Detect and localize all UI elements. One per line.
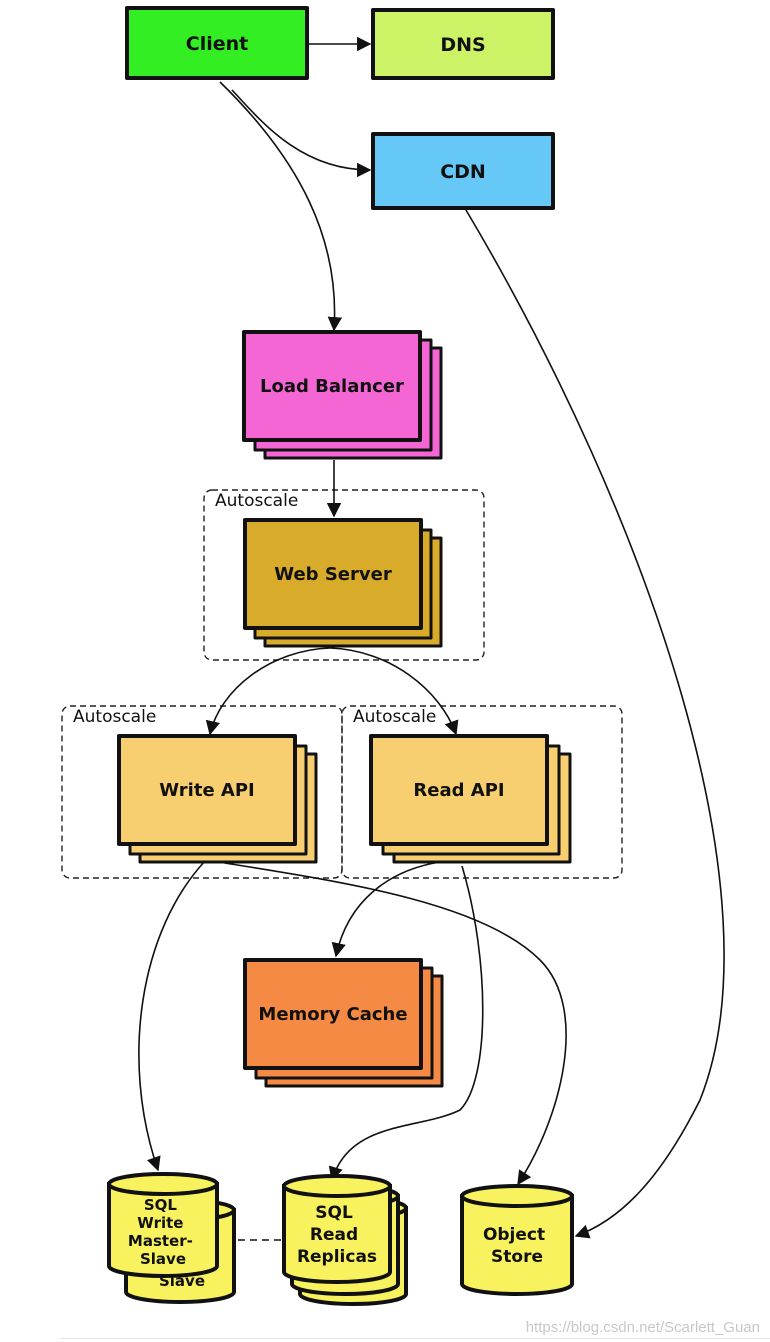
read-api-box: [369, 734, 549, 846]
web-server-box: [243, 518, 423, 630]
memory-cache-box: [243, 958, 423, 1070]
dns-label: DNS: [440, 34, 485, 56]
object-store-node: Object Store: [460, 1184, 574, 1296]
edge-write-api-sql-write: [138, 859, 207, 1172]
memory-cache-label: Memory Cache: [258, 1004, 407, 1025]
sql-write-node: Slave SQL Write Master- Slave: [107, 1172, 236, 1304]
write-api-node: Write API: [117, 734, 318, 864]
read-autoscale-label: Autoscale: [353, 707, 436, 727]
sql-write-label: SQL Write Master- Slave: [128, 1196, 198, 1268]
cdn-node: CDN: [371, 132, 555, 210]
read-api-autoscale-group: Autoscale: [341, 705, 623, 879]
edge-client-cdn: [231, 89, 372, 178]
edge-client-load-balancer: [219, 81, 343, 332]
sql-read-node: SQL Read Replicas: [282, 1174, 408, 1306]
dns-box: [371, 8, 555, 80]
edge-read-api-memory-cache: [331, 861, 441, 958]
sql-master-cylinder: SQL Write Master- Slave: [107, 1172, 219, 1278]
edge-cdn-object-store: [465, 209, 725, 1239]
memory-cache-node: Memory Cache: [243, 958, 444, 1088]
client-node: Client: [125, 6, 309, 80]
watermark: https://blog.csdn.net/Scarlett_Guan: [525, 1319, 760, 1336]
write-autoscale-label: Autoscale: [73, 707, 156, 727]
web-server-label: Web Server: [274, 564, 392, 585]
web-server-node: Web Server: [243, 518, 443, 648]
load-balancer-label: Load Balancer: [260, 376, 404, 397]
write-api-label: Write API: [159, 780, 254, 801]
edge-web-server-write-api: [205, 647, 331, 736]
edge-web-server-read-api: [329, 647, 459, 736]
web-autoscale-label: Autoscale: [215, 491, 298, 511]
object-store-label: Object Store: [483, 1225, 551, 1267]
edge-read-api-sql-read: [328, 865, 484, 1182]
write-api-autoscale-group: Autoscale: [61, 705, 343, 879]
write-api-box: [117, 734, 297, 846]
edge-write-api-object-store: [205, 859, 567, 1186]
cdn-label: CDN: [440, 161, 486, 183]
read-api-label: Read API: [413, 780, 504, 801]
sql-read-label: SQL Read Replicas: [297, 1203, 377, 1267]
load-balancer-node: Load Balancer: [242, 330, 443, 460]
read-api-node: Read API: [369, 734, 572, 864]
cdn-box: [371, 132, 555, 210]
client-box: [125, 6, 309, 80]
client-label: Client: [186, 33, 248, 55]
edges: [138, 36, 725, 1241]
bottom-divider: [60, 1338, 770, 1339]
load-balancer-box: [242, 330, 422, 442]
dns-node: DNS: [371, 8, 555, 80]
web-server-autoscale-group: Autoscale: [203, 489, 485, 661]
